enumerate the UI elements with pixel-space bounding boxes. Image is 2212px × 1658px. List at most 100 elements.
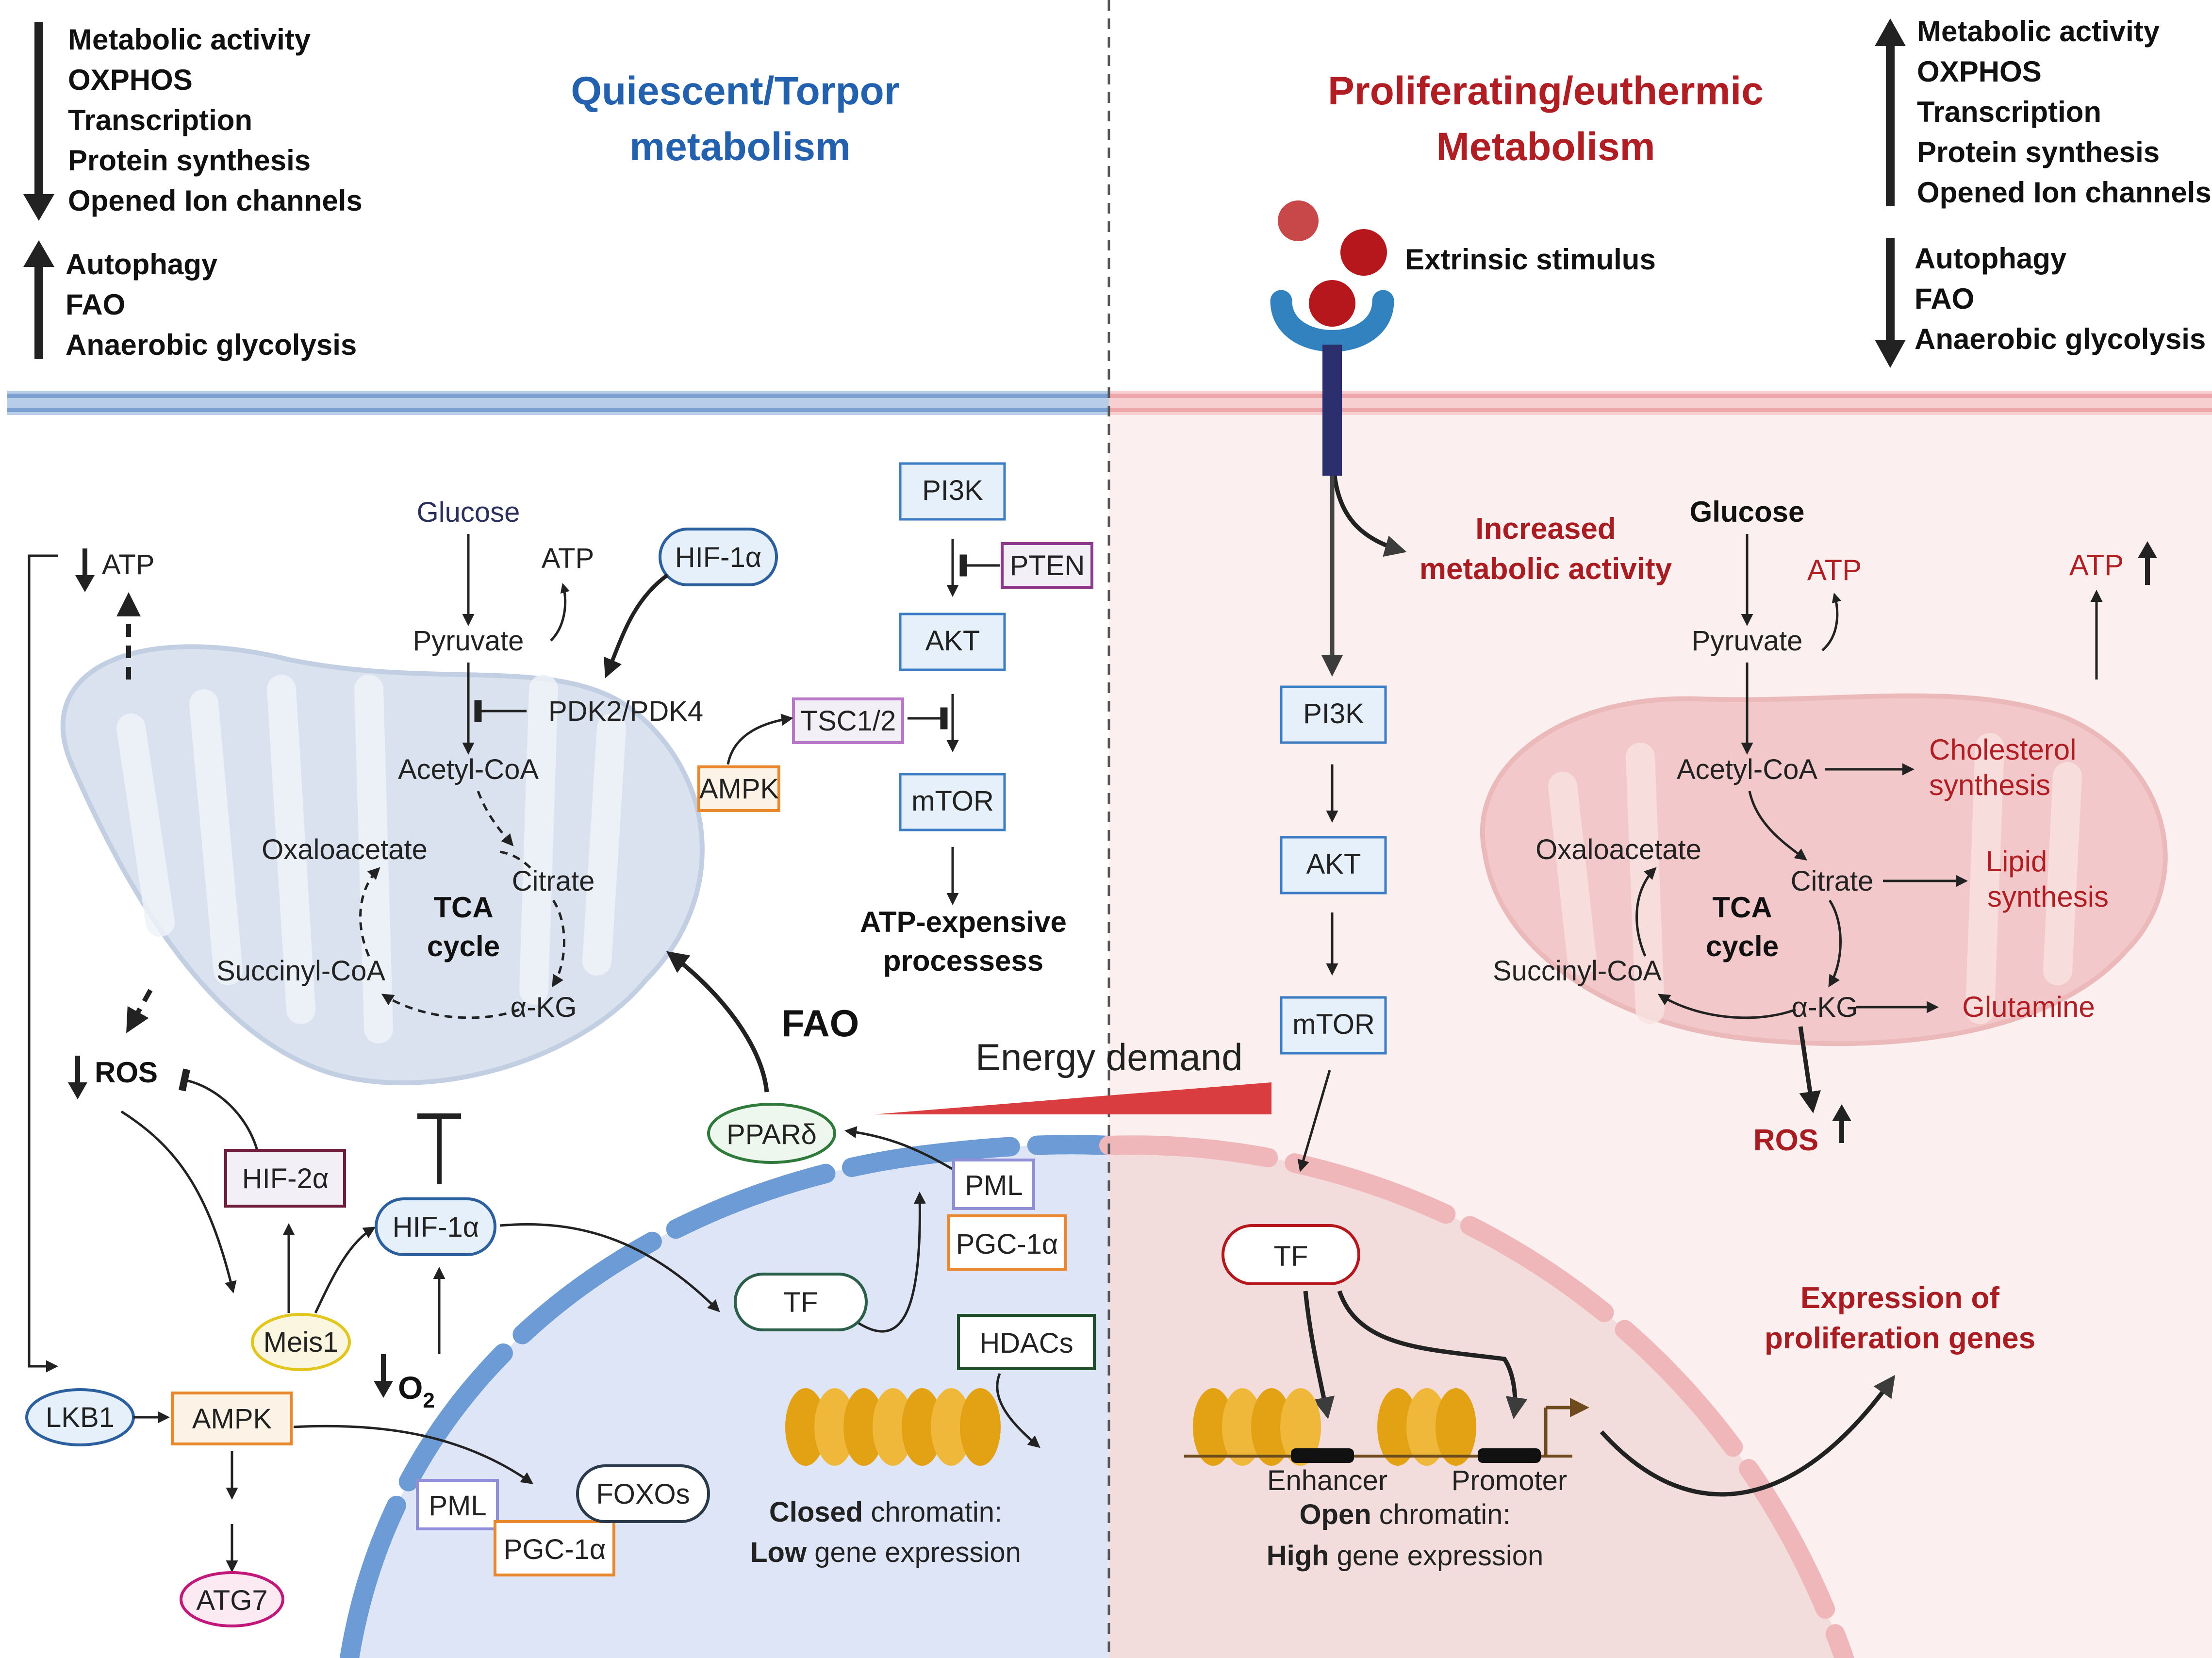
svg-text:TCA: TCA xyxy=(433,891,493,924)
hif2a-box xyxy=(224,1149,346,1208)
left-atp-small: ATP xyxy=(542,543,594,574)
right-decreased-list: Autophagy FAO Anaerobic glycolysis xyxy=(1915,242,2206,355)
promoter-element xyxy=(1478,1448,1541,1463)
mito-to-ros-dashed xyxy=(126,989,153,1033)
left-increased-list: Autophagy FAO Anaerobic glycolysis xyxy=(66,248,357,361)
ampk-bottom xyxy=(171,1392,293,1445)
left-ros-down xyxy=(68,1056,87,1099)
energy-demand-wedge xyxy=(874,1082,1271,1114)
o2-label: O2 xyxy=(398,1370,435,1412)
open-chromatin-line1: Open chromatin: xyxy=(1299,1499,1510,1530)
svg-text:PPARδ: PPARδ xyxy=(726,1119,817,1150)
right-atp-up-arrow xyxy=(2138,541,2157,585)
svg-text:PML: PML xyxy=(965,1170,1023,1201)
left-mtor-box xyxy=(899,773,1006,831)
svg-text:FOXOs: FOXOs xyxy=(596,1478,690,1510)
svg-text:synthesis: synthesis xyxy=(1929,769,2050,801)
ros-to-meis1 xyxy=(120,1110,237,1293)
tf-to-pml xyxy=(853,1192,926,1333)
pgc-bottom xyxy=(494,1520,615,1576)
ampk-top xyxy=(697,765,780,812)
left-pyruvate: Pyruvate xyxy=(413,625,524,657)
left-acetyl-coa: Acetyl-CoA xyxy=(398,754,539,785)
svg-text:HIF-2α: HIF-2α xyxy=(242,1163,329,1194)
svg-text:metabolism: metabolism xyxy=(629,125,851,169)
ligand-2 xyxy=(1340,229,1387,276)
cholesterol-synthesis: Cholesterol synthesis xyxy=(1929,733,2077,801)
pml-bottom xyxy=(416,1479,499,1530)
right-mtor-box xyxy=(1280,996,1387,1055)
hif1a-to-tf xyxy=(499,1223,720,1312)
right-akt-box xyxy=(1280,836,1387,895)
open-chromatin-line2: High gene expression xyxy=(1267,1540,1544,1572)
left-tf xyxy=(734,1273,868,1331)
left-succinyl-coa: Succinyl-CoA xyxy=(216,955,385,987)
right-ros: ROS xyxy=(1753,1124,1818,1157)
left-tca-label: TCA cycle xyxy=(427,891,500,962)
tss-flag xyxy=(1544,1398,1589,1456)
svg-text:Anaerobic glycolysis: Anaerobic glycolysis xyxy=(1915,323,2206,355)
svg-text:LKB1: LKB1 xyxy=(46,1402,115,1433)
left-increase-arrow xyxy=(23,240,54,359)
enhancer-label: Enhancer xyxy=(1267,1465,1387,1496)
svg-text:Increased: Increased xyxy=(1475,512,1616,546)
svg-text:AMPK: AMPK xyxy=(192,1403,272,1435)
hdacs-box xyxy=(957,1314,1096,1370)
svg-text:Quiescent/Torpor: Quiescent/Torpor xyxy=(571,69,899,113)
fao-arrow xyxy=(666,951,769,1093)
left-decrease-arrow xyxy=(23,22,54,221)
increased-metabolic-activity: Increased metabolic activity xyxy=(1420,512,1672,586)
glutamine: Glutamine xyxy=(1962,991,2095,1023)
pgc-top xyxy=(947,1214,1067,1271)
right-mtor-to-tf xyxy=(1297,1070,1331,1172)
svg-text:OXPHOS: OXPHOS xyxy=(68,64,193,96)
left-tca-cycle-arrows xyxy=(359,850,565,1019)
ligand-1 xyxy=(1278,200,1319,241)
closed-chromatin-line2: Low gene expression xyxy=(750,1537,1021,1568)
right-tca-label: TCA cycle xyxy=(1706,891,1779,962)
svg-text:Opened Ion channels: Opened Ion channels xyxy=(68,184,363,217)
svg-text:HDACs: HDACs xyxy=(979,1327,1073,1359)
ppard xyxy=(707,1103,836,1164)
svg-text:Meis1: Meis1 xyxy=(264,1326,339,1358)
right-citrate: Citrate xyxy=(1791,865,1874,897)
right-membrane xyxy=(1109,391,2212,415)
svg-text:AMPK: AMPK xyxy=(699,773,779,805)
left-akg: α-KG xyxy=(511,992,577,1023)
right-tf xyxy=(1222,1224,1360,1285)
left-nucleosomes xyxy=(785,1388,1001,1466)
extrinsic-stimulus-label: Extrinsic stimulus xyxy=(1405,243,1656,276)
right-atp-small: ATP xyxy=(1807,554,1862,586)
svg-text:TF: TF xyxy=(1274,1241,1308,1272)
o2-down xyxy=(374,1354,393,1398)
energy-demand-label: Energy demand xyxy=(975,1036,1243,1078)
promoter-label: Promoter xyxy=(1452,1465,1568,1496)
svg-text:Metabolic activity: Metabolic activity xyxy=(68,23,311,56)
right-glucose: Glucose xyxy=(1690,496,1805,528)
svg-text:ATP-expensive: ATP-expensive xyxy=(860,906,1067,938)
svg-text:PI3K: PI3K xyxy=(922,475,983,506)
svg-text:Autophagy: Autophagy xyxy=(1915,242,2067,275)
svg-text:cycle: cycle xyxy=(427,930,500,962)
svg-text:cycle: cycle xyxy=(1706,930,1779,962)
svg-text:synthesis: synthesis xyxy=(1987,880,2109,913)
svg-text:TCA: TCA xyxy=(1712,891,1772,924)
right-nucleosomes-enhancer xyxy=(1193,1388,1321,1466)
receptor-to-activity-arrow xyxy=(1332,475,1407,557)
svg-text:PI3K: PI3K xyxy=(1303,698,1364,730)
closed-chromatin-line1: Closed chromatin: xyxy=(769,1496,1002,1528)
right-pi3k-box xyxy=(1280,685,1387,744)
lipid-synthesis: Lipid synthesis xyxy=(1986,845,2109,913)
left-membrane xyxy=(7,391,1109,415)
svg-text:AKT: AKT xyxy=(925,625,980,657)
left-akt-box xyxy=(899,613,1006,671)
right-akg: α-KG xyxy=(1792,992,1858,1023)
svg-text:processess: processess xyxy=(883,945,1043,977)
right-succinyl-coa: Succinyl-CoA xyxy=(1493,955,1662,987)
svg-text:HIF-1α: HIF-1α xyxy=(675,542,762,573)
svg-text:Expression of: Expression of xyxy=(1800,1281,1999,1315)
right-ros-arrow xyxy=(1798,1026,1821,1113)
ampk-to-pgc xyxy=(293,1425,534,1484)
svg-text:PGC-1α: PGC-1α xyxy=(504,1534,606,1565)
expression-arrow xyxy=(1600,1375,1896,1497)
